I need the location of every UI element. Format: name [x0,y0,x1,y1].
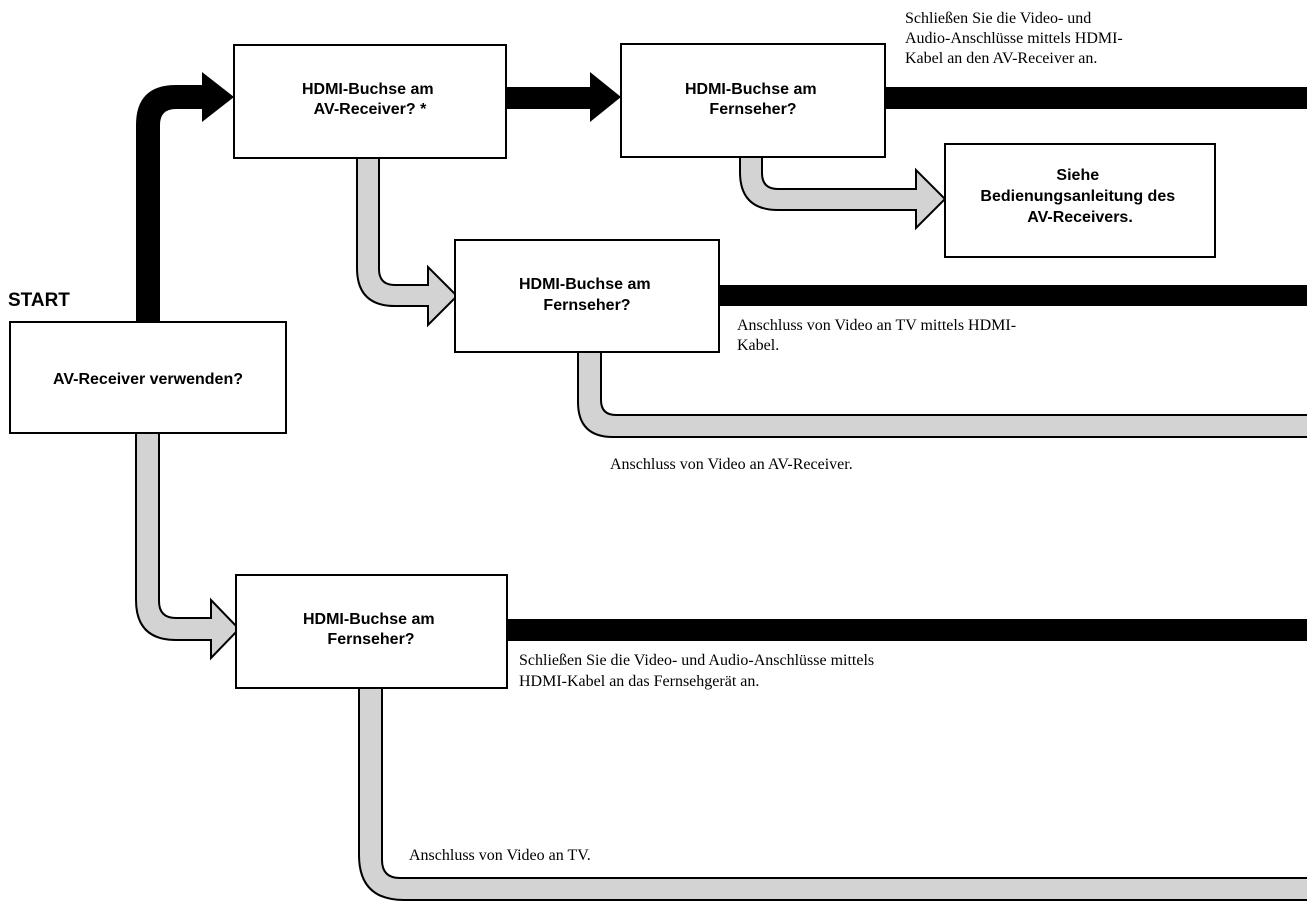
no-path-start-to-bottom-tv [135,432,241,661]
decision-line: HDMI-Buchse am [685,81,817,98]
decision-hdmi-tv-no-receiver: HDMI-Buchse am Fernseher? [235,574,508,689]
decision-text: HDMI-Buchse am Fernseher? [519,276,655,314]
decision-hdmi-tv-middle: HDMI-Buchse am Fernseher? [454,239,720,353]
decision-line: AV-Receiver verwenden? [53,371,243,388]
result-box [944,143,1216,258]
note-video-tv-hdmi: Anschluss von Video an TV mittels HDMI- … [737,317,1020,354]
decision-text: AV-Receiver verwenden? [53,371,243,388]
yes-path-start-to-hdmi-receiver [136,72,234,322]
result-line: Bedienungsanleitung des [980,188,1175,205]
decision-box [235,574,508,689]
result-line: Siehe [1056,167,1099,184]
note-line: Schließen Sie die Video- und Audio-Ansch… [519,652,874,669]
note-line: Anschluss von Video an TV mittels HDMI- [737,317,1016,334]
decision-av-receiver-use: AV-Receiver verwenden? [9,321,287,434]
note-line: Schließen Sie die Video- und [905,10,1091,27]
note-line: Kabel. [737,337,779,354]
no-path-bottom-tv-to-video-tv [358,687,1307,901]
yes-path-tv-hdmi-out-bottom [507,619,1307,641]
no-path-middle-tv-to-av-receiver-video [577,351,1307,438]
note-connect-hdmi-receiver: Schließen Sie die Video- und Audio-Ansch… [905,10,1127,67]
note-connect-hdmi-tv: Schließen Sie die Video- und Audio-Ansch… [519,652,878,690]
no-path-receiver-to-middle-tv [356,157,459,328]
note-line: Anschluss von Video an TV. [409,847,591,864]
decision-line: Fernseher? [709,101,796,118]
decision-line: HDMI-Buchse am [519,276,651,293]
no-paths [135,156,1307,901]
decision-line: Fernseher? [327,631,414,648]
decision-text: HDMI-Buchse am Fernseher? [303,611,439,648]
note-line: HDMI-Kabel an das Fernsehgerät an. [519,673,759,690]
decision-line: HDMI-Buchse am [302,81,434,98]
yes-path-tv-hdmi-out-top [885,87,1307,109]
yes-path-tv-hdmi-out-middle [719,285,1307,306]
yes-path-receiver-to-tv [506,72,621,122]
decision-hdmi-tv-via-receiver: HDMI-Buchse am Fernseher? [620,43,886,158]
note-line: Kabel an den AV-Receiver an. [905,50,1097,67]
note-video-tv: Anschluss von Video an TV. [409,847,591,864]
result-see-manual: Siehe Bedienungsanleitung des AV-Receive… [944,143,1216,258]
decision-line: AV-Receiver? * [314,101,427,118]
no-path-tv-to-see-manual [739,156,947,231]
note-line: Anschluss von Video an AV-Receiver. [610,456,853,473]
start-label: START [8,290,70,311]
decision-line: Fernseher? [543,297,630,314]
yes-paths [136,72,1307,641]
note-line: Audio-Anschlüsse mittels HDMI- [905,30,1123,47]
decision-text: HDMI-Buchse am AV-Receiver? * [302,81,438,118]
note-video-av-receiver: Anschluss von Video an AV-Receiver. [610,456,853,473]
decision-text: HDMI-Buchse am Fernseher? [685,81,821,118]
decision-box [9,321,287,434]
result-line: AV-Receivers. [1027,209,1133,226]
decision-line: HDMI-Buchse am [303,611,435,628]
decision-box [233,44,507,159]
decision-box [454,239,720,353]
result-text: Siehe Bedienungsanleitung des AV-Receive… [980,167,1179,226]
decision-hdmi-av-receiver: HDMI-Buchse am AV-Receiver? * [233,44,507,159]
decision-box [620,43,886,158]
